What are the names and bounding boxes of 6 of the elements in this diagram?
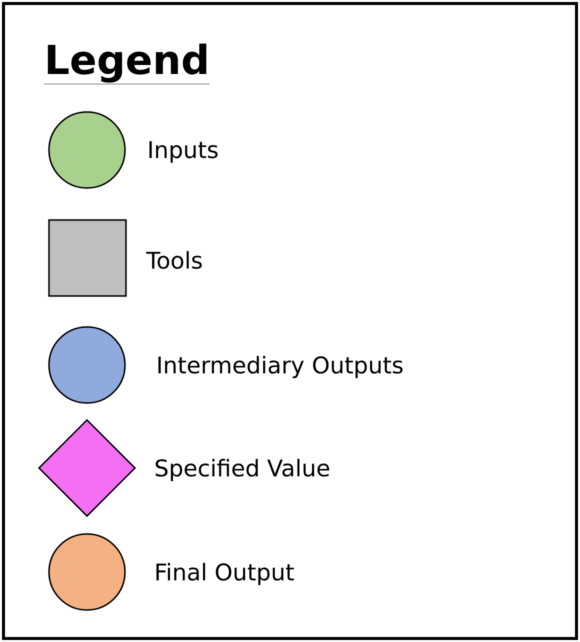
legend-label: Tools	[146, 251, 202, 269]
legend-label: Final Output	[156, 562, 294, 586]
legend-title: Legend	[44, 44, 210, 84]
legend-label: Intermediary Outputs	[158, 356, 403, 378]
legend-label: Inputs	[149, 141, 218, 163]
legend-label: Specified Value	[156, 458, 330, 482]
